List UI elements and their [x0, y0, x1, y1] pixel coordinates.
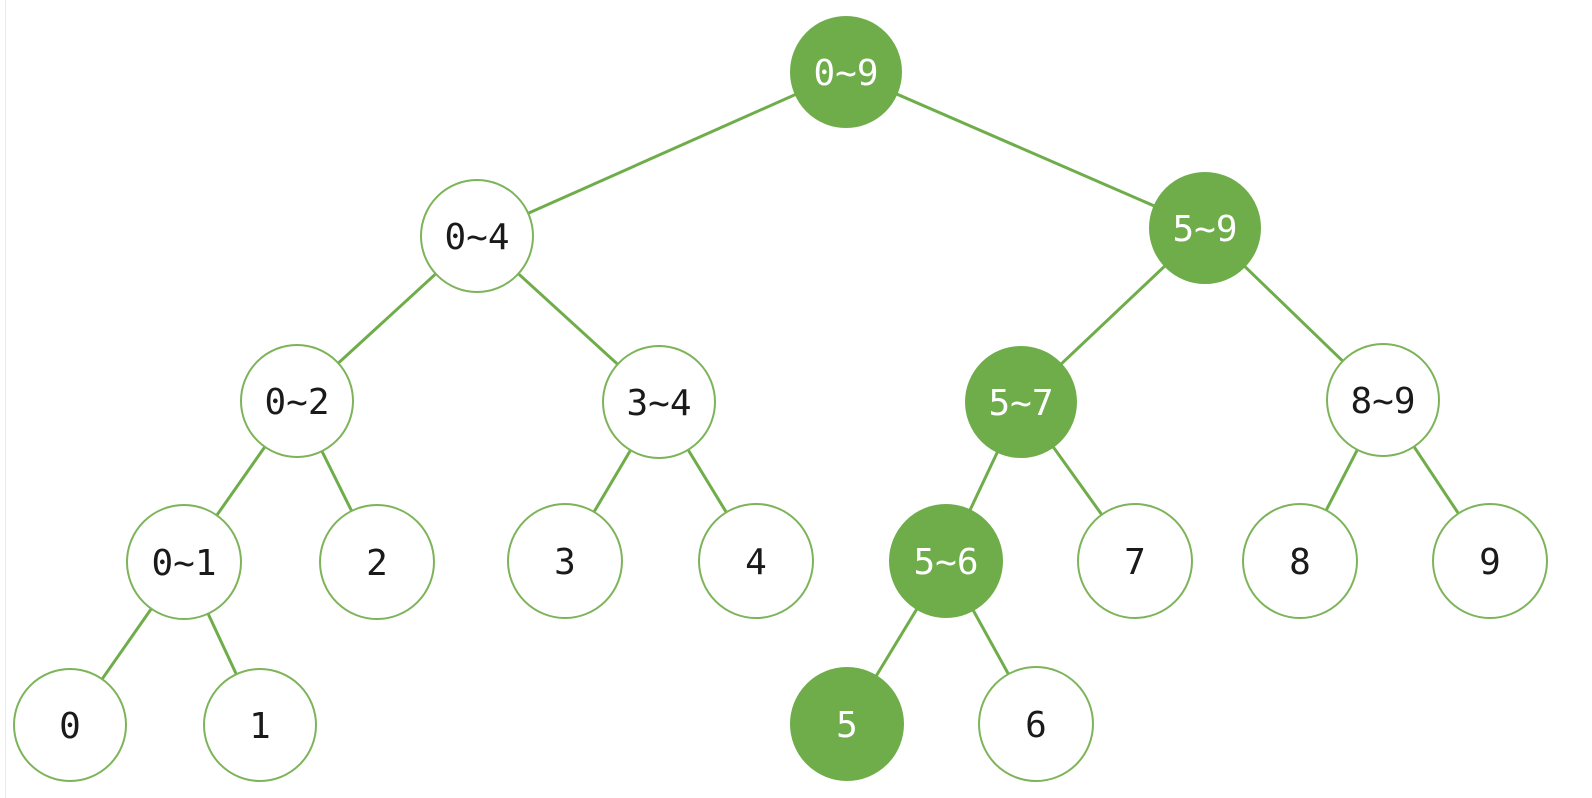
node-circle-0	[13, 668, 127, 782]
node-label-0-2: 0~2	[264, 382, 329, 423]
tree-node-1: 1	[203, 668, 317, 782]
tree-node-0: 0	[13, 668, 127, 782]
node-label-7: 7	[1124, 542, 1146, 583]
tree-edge-0-9-5-9	[845, 70, 1206, 230]
node-circle-6	[978, 666, 1094, 782]
tree-edge-0-9-0-4	[476, 70, 847, 238]
node-circle-5-6	[889, 504, 1003, 618]
node-circle-3-4	[602, 345, 716, 459]
tree-node-0-1: 0~1	[126, 504, 242, 620]
tree-node-2: 2	[319, 504, 435, 620]
tree-node-8: 8	[1242, 503, 1358, 619]
tree-node-0-9: 0~9	[790, 16, 902, 128]
node-label-3: 3	[554, 542, 576, 583]
node-circle-8-9	[1326, 343, 1440, 457]
canvas-left-edge-line	[5, 0, 6, 798]
tree-node-5-9: 5~9	[1149, 172, 1261, 284]
tree-node-5-7: 5~7	[965, 346, 1077, 458]
node-circle-5-9	[1149, 172, 1261, 284]
node-circle-8	[1242, 503, 1358, 619]
tree-node-8-9: 8~9	[1326, 343, 1440, 457]
node-label-4: 4	[745, 542, 767, 583]
node-circle-2	[319, 504, 435, 620]
node-circle-0-9	[790, 16, 902, 128]
node-label-5-9: 5~9	[1172, 209, 1237, 250]
tree-node-0-2: 0~2	[240, 344, 354, 458]
node-circle-0-1	[126, 504, 242, 620]
node-label-0: 0	[59, 706, 81, 747]
tree-node-7: 7	[1077, 503, 1193, 619]
node-label-0-9: 0~9	[813, 53, 878, 94]
node-circle-4	[698, 503, 814, 619]
node-label-0-4: 0~4	[444, 217, 509, 258]
tree-node-3-4: 3~4	[602, 345, 716, 459]
tree-node-5: 5	[790, 667, 904, 781]
node-circle-0-2	[240, 344, 354, 458]
tree-node-9: 9	[1432, 503, 1548, 619]
node-circle-3	[507, 503, 623, 619]
node-circle-9	[1432, 503, 1548, 619]
node-circle-0-4	[420, 179, 534, 293]
node-label-6: 6	[1025, 705, 1047, 746]
node-circle-1	[203, 668, 317, 782]
node-label-3-4: 3~4	[626, 383, 691, 424]
node-label-1: 1	[249, 706, 271, 747]
node-label-5-6: 5~6	[913, 542, 978, 583]
tree-node-3: 3	[507, 503, 623, 619]
node-label-2: 2	[366, 543, 388, 584]
tree-node-5-6: 5~6	[889, 504, 1003, 618]
node-circle-7	[1077, 503, 1193, 619]
node-label-8-9: 8~9	[1350, 381, 1415, 422]
node-label-8: 8	[1289, 542, 1311, 583]
node-label-5: 5	[836, 705, 858, 746]
node-circle-5-7	[965, 346, 1077, 458]
node-label-5-7: 5~7	[988, 383, 1053, 424]
node-label-9: 9	[1479, 542, 1501, 583]
node-circle-5	[790, 667, 904, 781]
tree-node-4: 4	[698, 503, 814, 619]
tree-node-0-4: 0~4	[420, 179, 534, 293]
node-label-0-1: 0~1	[151, 543, 216, 584]
tree-node-6: 6	[978, 666, 1094, 782]
